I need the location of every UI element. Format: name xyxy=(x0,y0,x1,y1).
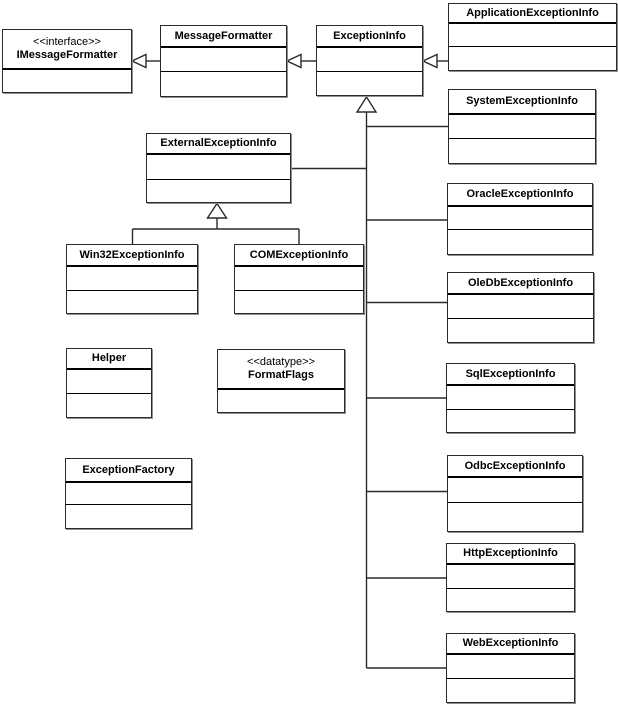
class-title: ApplicationExceptionInfo xyxy=(466,6,599,19)
class-title: OleDbExceptionInfo xyxy=(467,276,574,289)
class-title: Helper xyxy=(91,352,127,364)
class-compartment xyxy=(317,48,422,72)
class-title: SqlExceptionInfo xyxy=(465,367,556,380)
class-compartment xyxy=(67,267,197,291)
class-compartment xyxy=(447,386,574,410)
class-box-httpexceptioninfo: HttpExceptionInfo xyxy=(446,543,575,612)
class-stereotype: <<interface>> xyxy=(33,36,101,48)
class-compartment xyxy=(447,589,574,611)
class-compartment xyxy=(448,503,582,531)
class-compartment xyxy=(67,291,197,313)
class-title: IMessageFormatter xyxy=(16,49,118,61)
class-box-oledbexceptioninfo: OleDbExceptionInfo xyxy=(447,272,594,343)
generalization-arrowhead xyxy=(285,53,302,69)
class-compartment xyxy=(447,655,574,679)
class-compartment xyxy=(448,207,592,230)
class-compartment xyxy=(449,24,616,47)
class-title: ExternalExceptionInfo xyxy=(160,137,277,149)
class-box-comexceptioninfo: COMExceptionInfo xyxy=(234,244,364,314)
class-compartment xyxy=(447,679,574,702)
class-box-odbcexceptioninfo: OdbcExceptionInfo xyxy=(447,455,583,532)
class-box-exceptionfactory: ExceptionFactory xyxy=(65,458,192,529)
class-compartment xyxy=(317,72,422,95)
class-title: WebExceptionInfo xyxy=(462,637,559,649)
class-compartment xyxy=(3,70,131,92)
class-compartment xyxy=(66,483,191,505)
class-compartment xyxy=(448,478,582,503)
class-box-webexceptioninfo: WebExceptionInfo xyxy=(446,633,575,703)
class-box-formatflags: <<datatype>> FormatFlags xyxy=(217,349,345,413)
class-box-applicationexceptioninfo: ApplicationExceptionInfo xyxy=(448,3,617,71)
class-title: ExceptionFactory xyxy=(82,463,175,476)
class-compartment xyxy=(449,115,595,139)
class-box-systemexceptioninfo: SystemExceptionInfo xyxy=(448,89,596,164)
class-compartment xyxy=(448,295,593,319)
class-compartment xyxy=(235,291,363,313)
class-compartment xyxy=(161,72,286,96)
class-compartment xyxy=(67,370,151,394)
class-compartment xyxy=(449,139,595,163)
class-title: OdbcExceptionInfo xyxy=(464,459,566,472)
class-title: FormatFlags xyxy=(247,369,314,381)
class-compartment xyxy=(66,505,191,528)
class-compartment xyxy=(448,319,593,342)
class-box-exceptioninfo: ExceptionInfo xyxy=(316,25,423,96)
class-box-imessageformatter: <<interface>> IMessageFormatter xyxy=(2,29,132,93)
class-compartment xyxy=(218,390,344,412)
class-box-sqlexceptioninfo: SqlExceptionInfo xyxy=(446,363,575,433)
generalization-arrowhead xyxy=(355,95,378,113)
class-compartment xyxy=(67,394,151,417)
class-compartment xyxy=(147,155,290,180)
class-box-helper: Helper xyxy=(66,348,152,418)
class-compartment xyxy=(161,48,286,72)
class-title: HttpExceptionInfo xyxy=(463,547,558,559)
class-title: COMExceptionInfo xyxy=(249,248,349,261)
class-box-messageformatter: MessageFormatter xyxy=(160,25,287,97)
class-title: OracleExceptionInfo xyxy=(466,188,574,200)
class-title: SystemExceptionInfo xyxy=(466,95,578,107)
class-title: Win32ExceptionInfo xyxy=(79,248,185,261)
generalization-arrowhead xyxy=(130,53,147,69)
class-compartment xyxy=(235,267,363,291)
class-title: ExceptionInfo xyxy=(333,29,406,42)
class-stereotype: <<datatype>> xyxy=(247,356,315,368)
generalization-arrowhead xyxy=(206,202,228,219)
class-compartment xyxy=(447,565,574,589)
class-box-win32exceptioninfo: Win32ExceptionInfo xyxy=(66,244,198,314)
class-compartment xyxy=(448,230,592,254)
class-compartment xyxy=(147,180,290,202)
class-box-externalexceptioninfo: ExternalExceptionInfo xyxy=(146,133,291,203)
class-box-oracleexceptioninfo: OracleExceptionInfo xyxy=(447,183,593,255)
class-compartment xyxy=(449,47,616,70)
class-compartment xyxy=(447,410,574,432)
class-title: MessageFormatter xyxy=(174,29,273,42)
generalization-arrowhead xyxy=(421,53,438,69)
